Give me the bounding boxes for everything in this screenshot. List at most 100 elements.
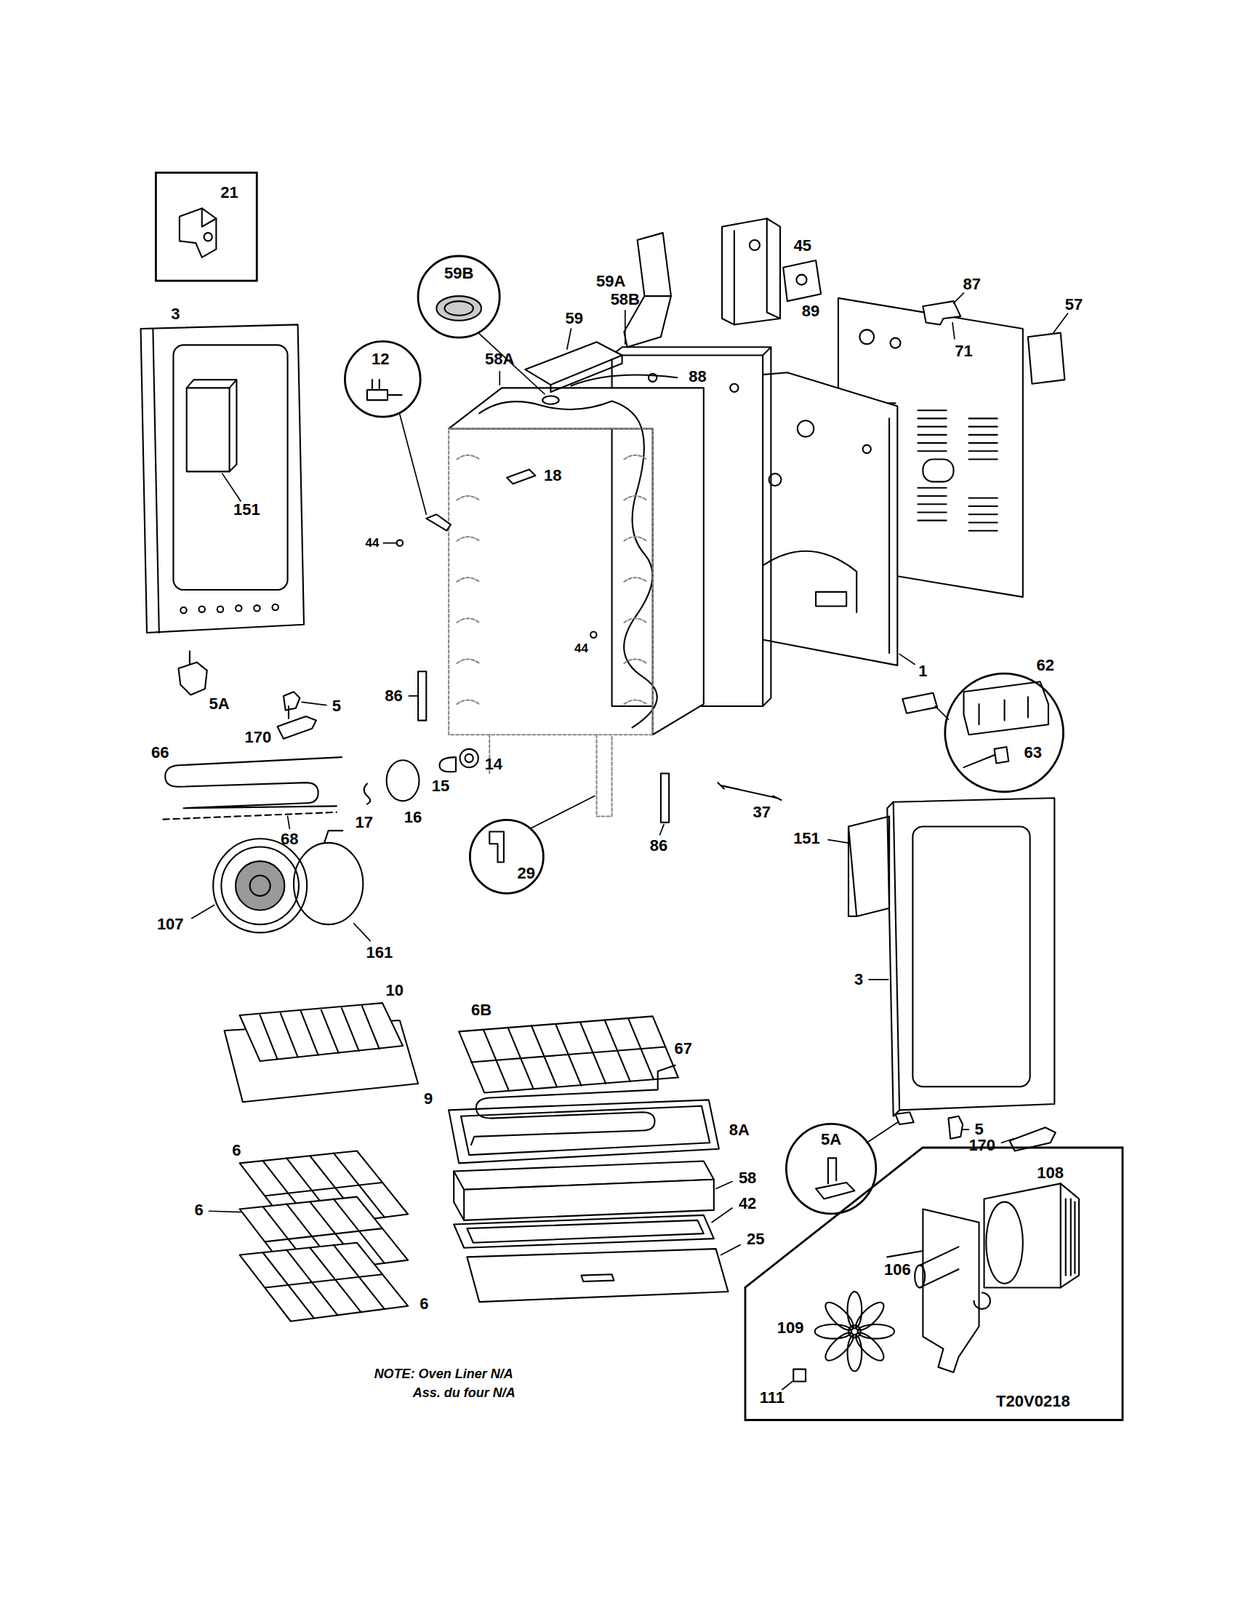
leader-line [899, 653, 915, 664]
cover-plate [1028, 332, 1065, 384]
knob-icon [204, 232, 213, 241]
side-panel [893, 797, 1055, 1110]
hinge-part [178, 650, 316, 739]
callout-number: 58A [484, 351, 515, 368]
insulation-blanket [479, 401, 658, 728]
detail-view [444, 301, 474, 316]
callout-number: 9 [423, 1090, 433, 1107]
callout-number: 3 [170, 306, 180, 323]
side-panel [152, 328, 159, 633]
sensor [506, 469, 536, 485]
side-panel [141, 324, 304, 633]
fan-motor [984, 1182, 1079, 1287]
hinge-part [287, 705, 290, 719]
leader-line [191, 904, 215, 918]
oven-rack [458, 1015, 679, 1093]
insulation-pad [453, 1171, 464, 1221]
screw [590, 631, 597, 638]
knob-icon [202, 207, 217, 227]
rack-slide [418, 671, 427, 720]
oven-cavity [456, 455, 480, 704]
side-panel [848, 797, 1055, 1117]
fan-blade [815, 1291, 895, 1371]
note-text: NOTE: Oven Liner N/A [374, 1366, 514, 1380]
bottom-plate [466, 1248, 728, 1302]
fan-bracket [919, 1246, 959, 1287]
callout-number: 59A [596, 273, 626, 290]
callout-number: 66 [151, 744, 169, 761]
fan-blade [857, 1323, 895, 1339]
detail-view [436, 295, 482, 321]
detail-view [489, 831, 504, 862]
leader-line [828, 839, 848, 843]
parts-illustration [141, 207, 1079, 1389]
fan-nut [793, 1369, 806, 1382]
broil-element [165, 756, 342, 808]
callout-number: 58 [738, 1169, 757, 1186]
leader-line [868, 978, 889, 981]
callout-number: 107 [157, 916, 184, 933]
leader-line [660, 824, 665, 835]
side-panel [186, 379, 238, 472]
leader-line [383, 542, 397, 544]
fan-cover [235, 860, 285, 910]
leader-line [191, 293, 1069, 1390]
leader-line [354, 923, 371, 941]
callout-number: 5A [209, 695, 230, 712]
wire [717, 782, 781, 800]
oven-light [460, 748, 479, 768]
fan-motor [985, 1201, 1023, 1284]
fan-element [324, 830, 343, 843]
callout-number: 16 [404, 809, 422, 826]
inset-box: 21 [154, 171, 259, 282]
insulation-pad [453, 1161, 714, 1221]
callout-number: 6B [471, 1001, 492, 1018]
fan-blade [851, 1328, 888, 1365]
detail-circle-outline [344, 341, 421, 418]
detail-circle-outline [785, 1124, 876, 1214]
side-panel [199, 605, 206, 612]
note-text: Ass. du four N/A [412, 1385, 516, 1399]
fan-nut [793, 1369, 806, 1382]
detail-circle-outline [468, 818, 545, 895]
hinge-part [948, 1116, 963, 1139]
oven-rack [239, 1242, 408, 1322]
back-panel [863, 444, 872, 453]
bracket-part [783, 260, 821, 302]
hinge-part [895, 1111, 914, 1125]
fan-cover [213, 838, 307, 933]
callout-number: 71 [954, 343, 973, 360]
vent-duct [644, 295, 671, 297]
vent-duct [623, 232, 672, 347]
inset-box-outline [156, 172, 258, 281]
detail-view [344, 341, 421, 418]
fan-blade [847, 1334, 863, 1371]
fan-blade [821, 1328, 858, 1365]
callout-number: 10 [386, 982, 404, 999]
insulation [729, 383, 738, 392]
oven-cavity [623, 455, 647, 704]
inset-box-outline [745, 1147, 1123, 1420]
detail-view [979, 696, 1029, 725]
callout-number: 68 [280, 831, 299, 848]
callout-number: 3 [854, 971, 864, 988]
leader-line [301, 701, 327, 705]
callout-number: 1 [918, 663, 927, 680]
oven-light [364, 783, 371, 805]
sensor [506, 469, 536, 485]
hinge-part [178, 650, 207, 695]
bracket-part [922, 301, 961, 325]
probe-receptacle [426, 514, 451, 531]
bottom-plate [466, 1248, 728, 1302]
leader-line [399, 414, 427, 515]
callout-number: 109 [777, 1319, 805, 1336]
vent-duct [734, 218, 781, 325]
fan-bracket [922, 1208, 979, 1372]
screw [396, 539, 597, 638]
leader-line [624, 310, 626, 344]
callout-number: 6 [231, 1142, 241, 1159]
fan-blade [815, 1323, 852, 1339]
callout-number: 88 [688, 368, 706, 385]
inset-box-outline [745, 1147, 1123, 1420]
